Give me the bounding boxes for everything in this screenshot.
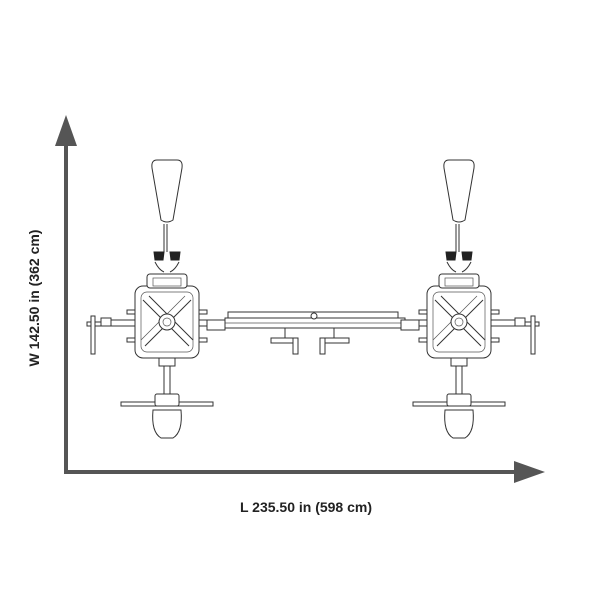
width-dimension-label: W 142.50 in (362 cm) bbox=[26, 229, 42, 367]
right-inner-connector bbox=[400, 319, 420, 331]
center-crossbeam bbox=[224, 311, 406, 355]
right-outer-bar bbox=[514, 315, 540, 355]
arrow-up-icon bbox=[55, 115, 77, 146]
left-outer-bar bbox=[86, 315, 112, 355]
station-left bbox=[86, 159, 226, 439]
arrow-right-icon bbox=[514, 461, 545, 483]
station-right bbox=[400, 159, 540, 439]
left-inner-connector bbox=[206, 319, 226, 331]
dimension-axes bbox=[55, 115, 545, 483]
center-handle-right bbox=[319, 328, 350, 355]
center-handle-left bbox=[270, 328, 299, 355]
length-dimension-label: L 235.50 in (598 cm) bbox=[239, 499, 373, 515]
